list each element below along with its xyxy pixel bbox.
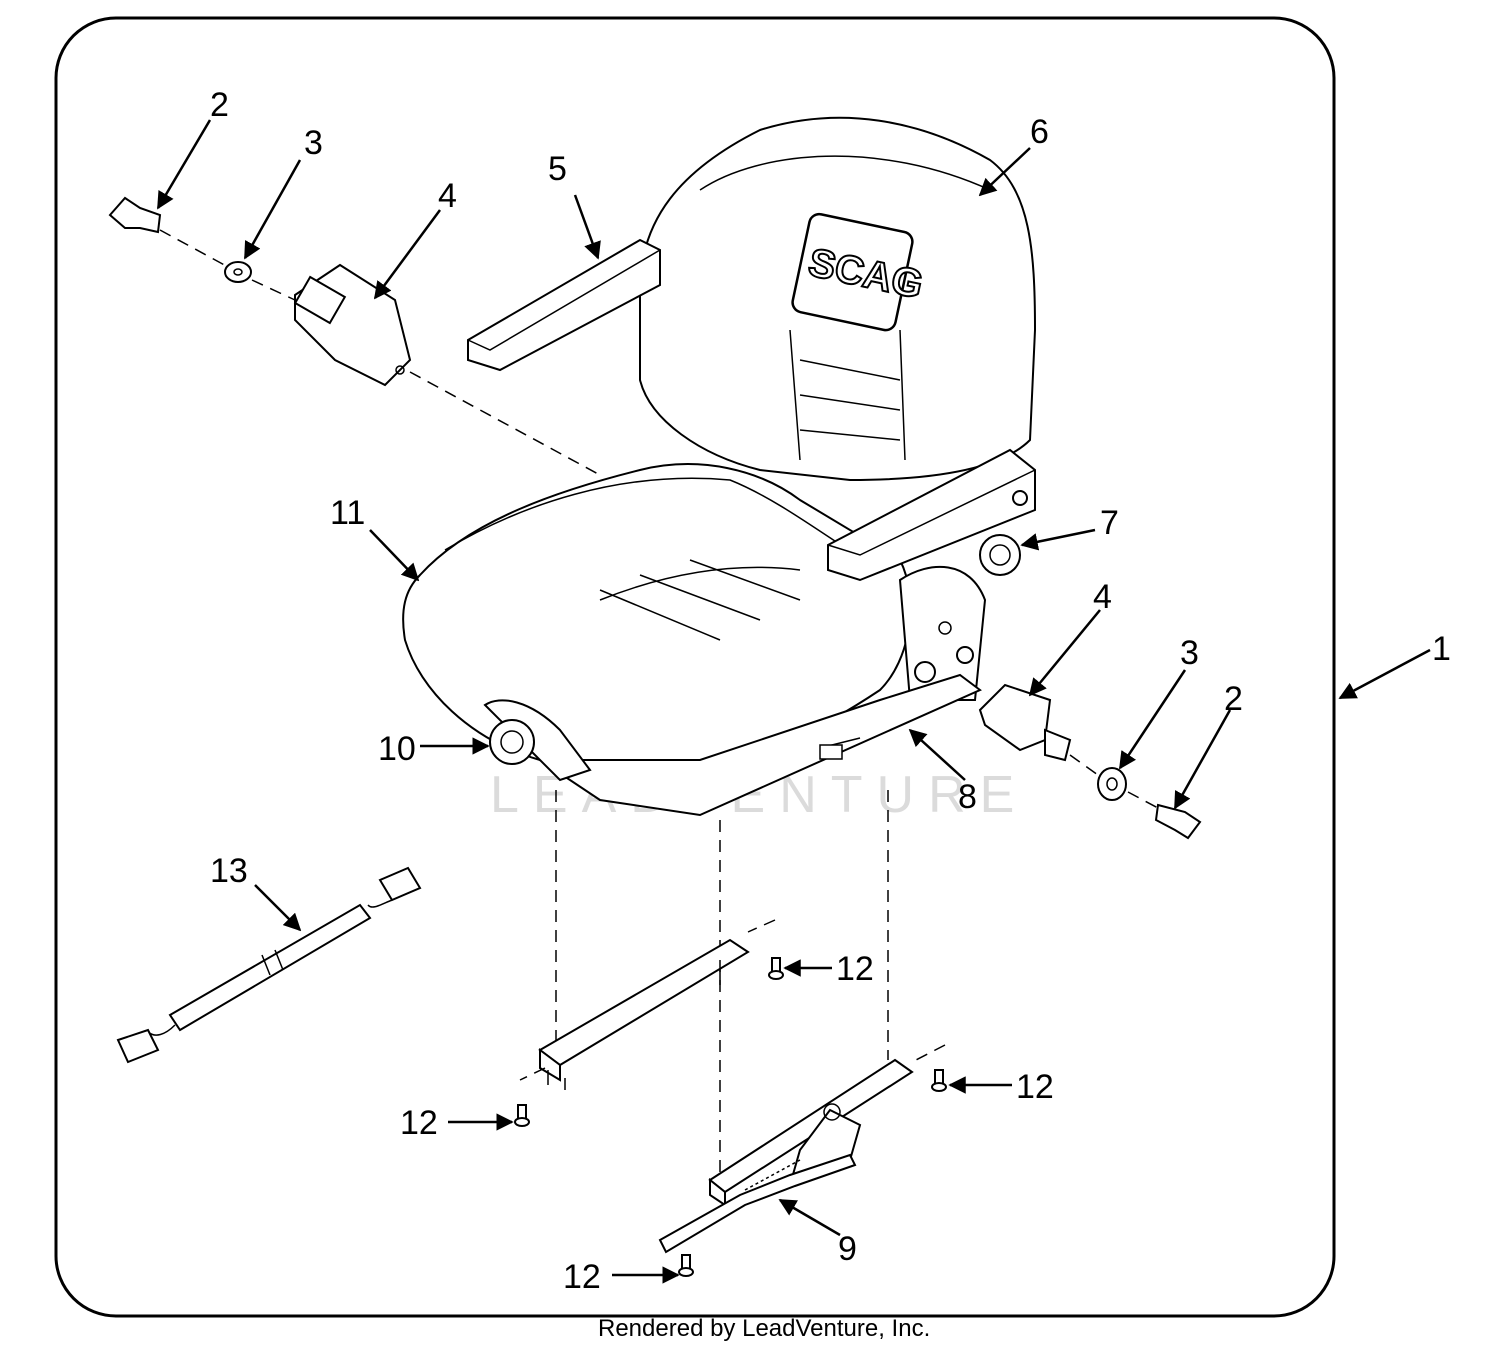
- callout-12-bottom: 12: [563, 1258, 601, 1296]
- callout-3-right: 3: [1180, 634, 1199, 672]
- seatbelt-buckle-right: [978, 683, 1072, 762]
- callout-12-right: 12: [1016, 1068, 1054, 1106]
- callout-1: 1: [1432, 630, 1451, 668]
- screw-upper-right: [768, 957, 784, 980]
- callout-7: 7: [1100, 504, 1119, 542]
- callout-10: 10: [378, 730, 416, 768]
- bolt-right: [1154, 803, 1202, 840]
- callout-12-left: 12: [400, 1104, 438, 1142]
- washer-right: [1097, 767, 1127, 801]
- screw-lower-right: [931, 1069, 947, 1092]
- backrest-adjust-knob: [898, 534, 1021, 701]
- callout-9: 9: [838, 1230, 857, 1268]
- right-armrest: [827, 448, 1036, 582]
- screw-lower-left: [514, 1104, 530, 1127]
- washer-left: [224, 261, 252, 283]
- callout-4-left: 4: [438, 177, 457, 215]
- callout-4-right: 4: [1093, 578, 1112, 616]
- callout-12-upper: 12: [836, 950, 874, 988]
- left-armrest: [467, 238, 661, 372]
- callout-13: 13: [210, 852, 248, 890]
- seat-slide-rail-right: [708, 1058, 914, 1207]
- bolt-left: [108, 196, 162, 234]
- seat-slide-rail-left: [538, 938, 750, 1090]
- release-lever: [658, 1153, 857, 1254]
- height-adjust-knob: [483, 699, 592, 782]
- seat-backrest: SCAG: [639, 116, 1037, 482]
- screw-bottom: [678, 1254, 694, 1277]
- callout-5: 5: [548, 150, 567, 188]
- callout-2-left: 2: [210, 86, 229, 124]
- callout-2-right: 2: [1224, 680, 1243, 718]
- seat-base: [536, 673, 982, 817]
- callout-11: 11: [330, 494, 365, 532]
- callout-3-left: 3: [304, 124, 323, 162]
- callout-6: 6: [1030, 113, 1049, 151]
- seat-cushion: [402, 463, 912, 761]
- wire-harness: [116, 866, 422, 1064]
- assembly-frame: [54, 16, 1336, 1318]
- render-credit: Rendered by LeadVenture, Inc.: [598, 1315, 930, 1342]
- callout-leaders: [156, 119, 1431, 1284]
- seatbelt-buckle-left: [293, 263, 412, 387]
- callout-8: 8: [958, 778, 977, 816]
